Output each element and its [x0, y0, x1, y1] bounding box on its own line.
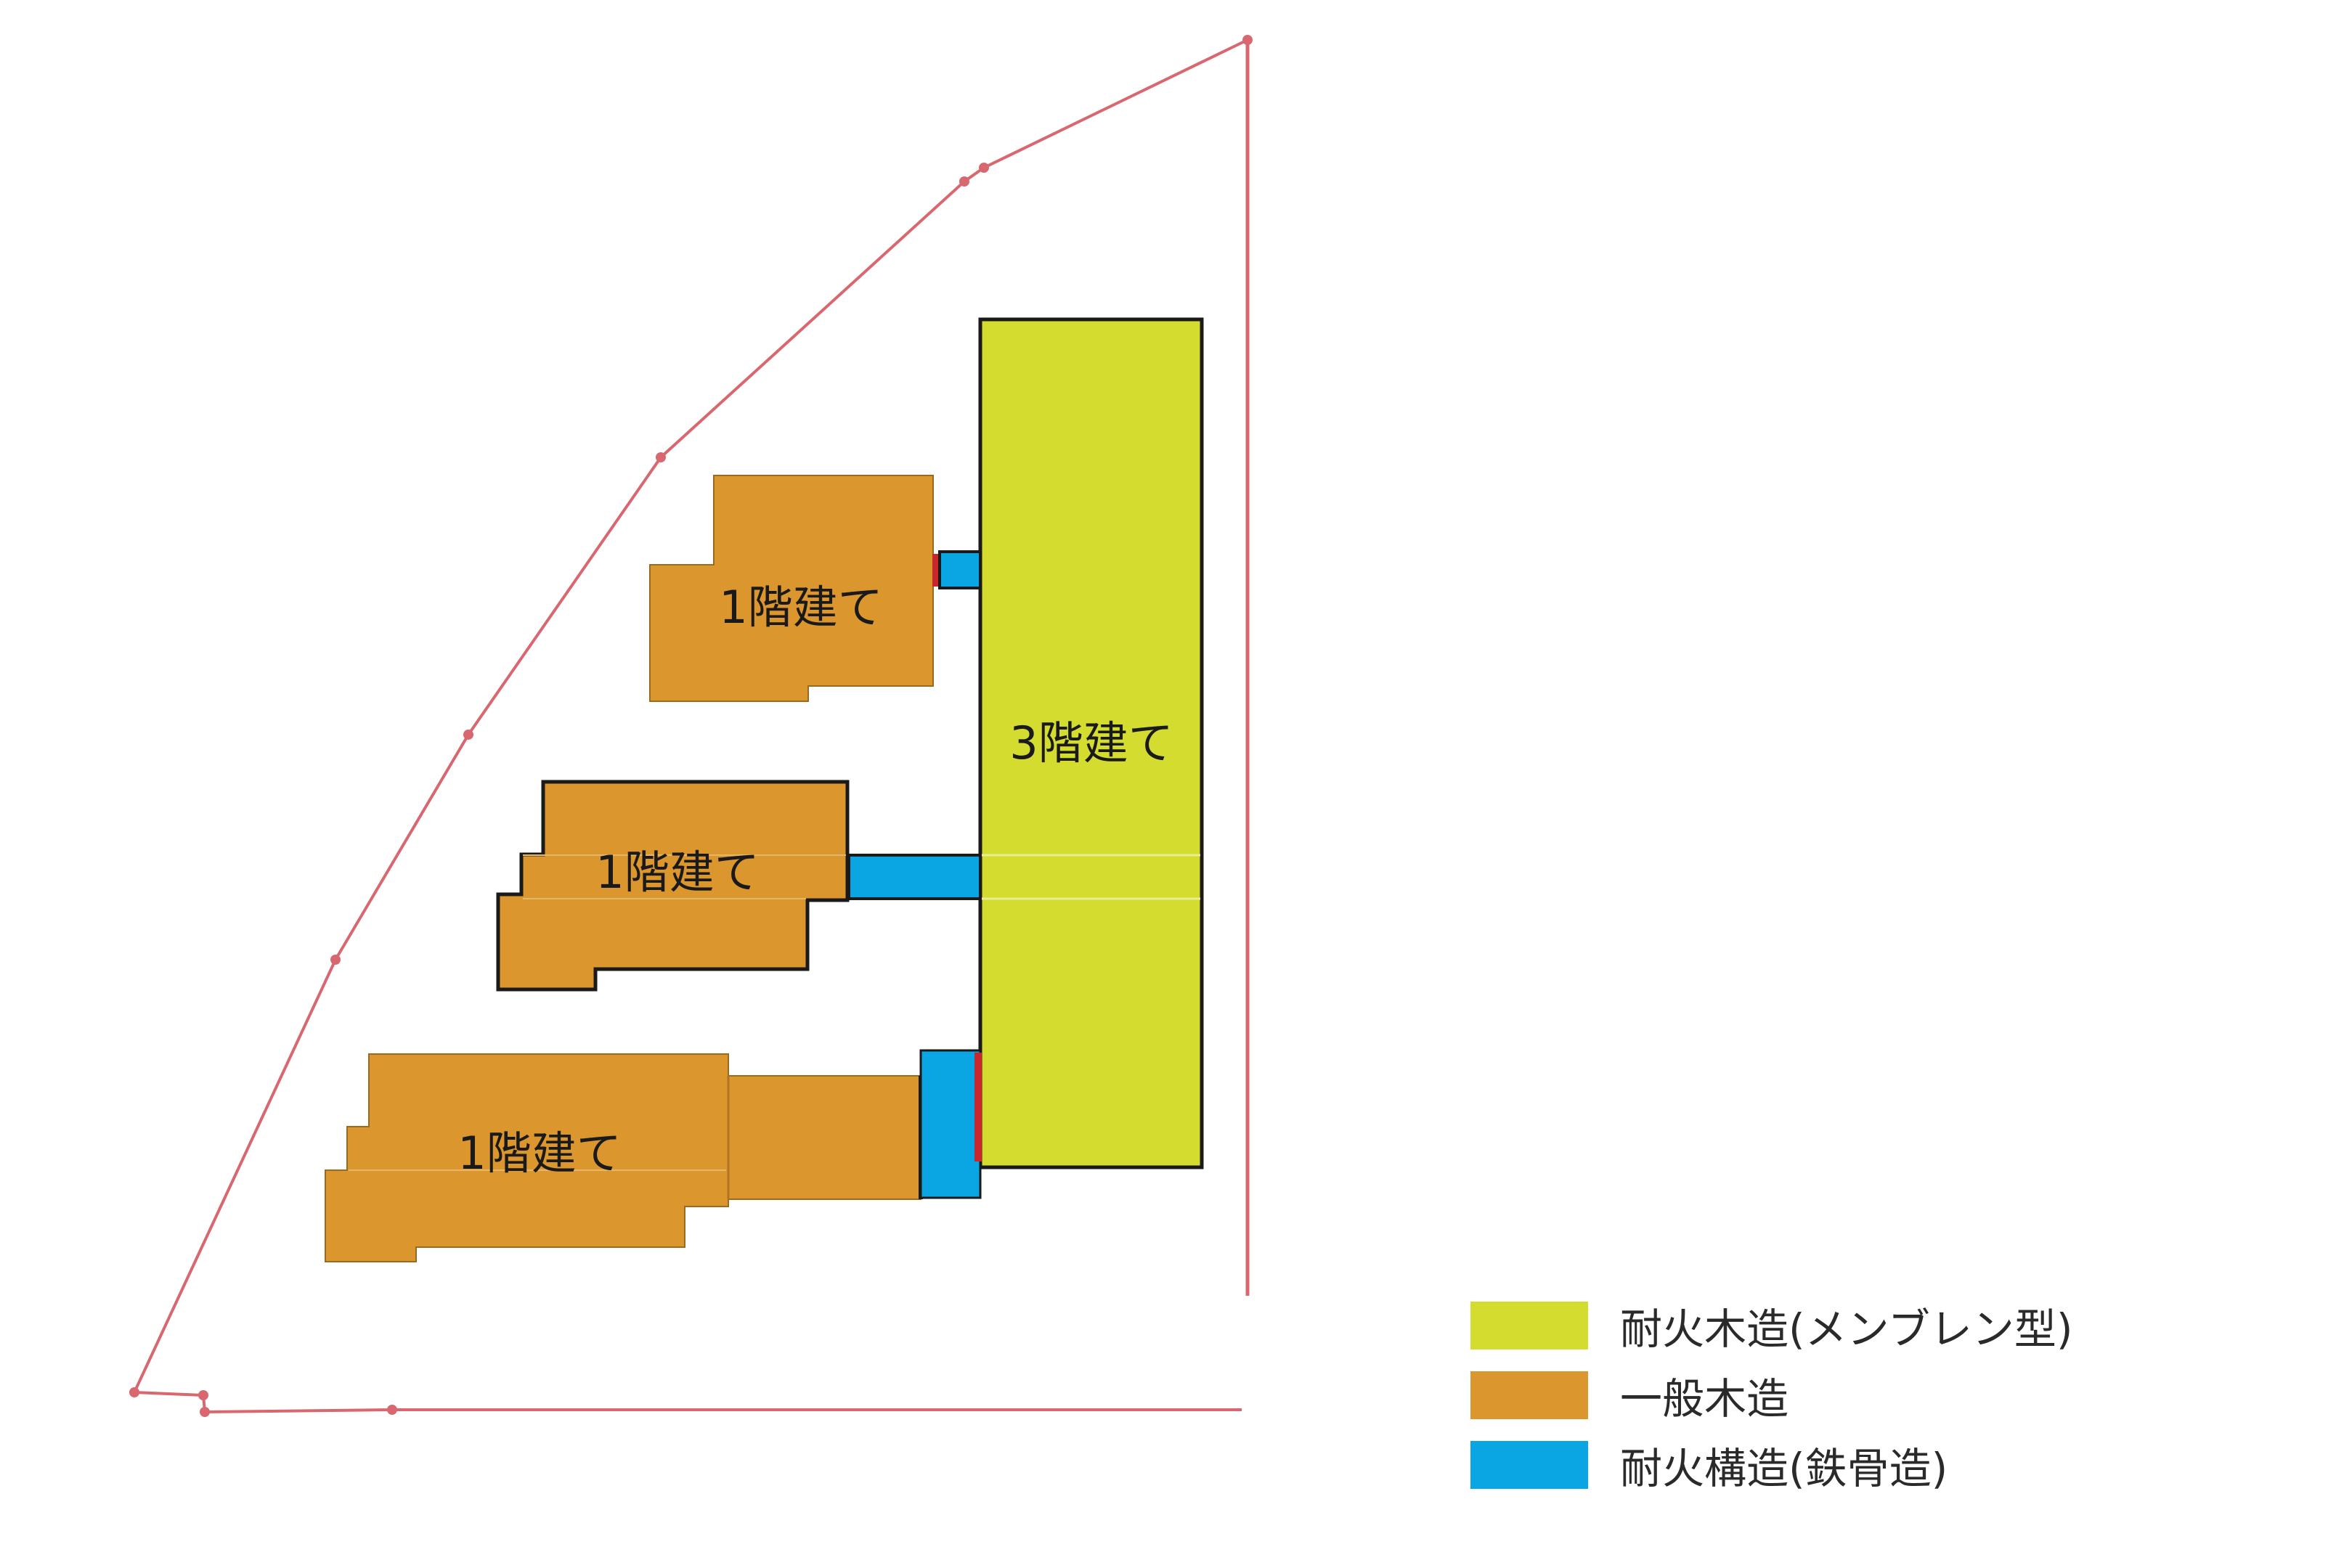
legend-label: 耐火構造(鉄骨造)	[1620, 1444, 1948, 1493]
upper-wing-label: 1階建て	[719, 581, 882, 634]
boundary-marker	[979, 163, 989, 173]
boundary-marker	[1242, 35, 1253, 45]
lower-connector-joint	[974, 1053, 982, 1161]
lower-connector-steel	[919, 1049, 982, 1199]
boundary-marker	[656, 452, 666, 462]
middle-connector-steel	[847, 854, 982, 900]
upper-wing-1f	[649, 475, 934, 702]
main-building-label: 3階建て	[1009, 716, 1173, 769]
middle-wing-label: 1階建て	[595, 846, 759, 899]
legend-item-general-timber: 一般木造	[1470, 1360, 2073, 1430]
boundary-marker	[463, 730, 473, 740]
legend-swatch-fireproof-steel	[1470, 1441, 1588, 1489]
boundary-marker	[198, 1390, 208, 1400]
lower-wing-1f	[325, 1053, 921, 1262]
boundary-marker	[387, 1405, 397, 1415]
legend-swatch-fireproof-timber	[1470, 1302, 1588, 1349]
boundary-marker	[129, 1387, 139, 1397]
upper-connector-steel	[938, 550, 982, 589]
boundary-markers	[129, 35, 1253, 1417]
legend-swatch-general-timber	[1470, 1371, 1588, 1419]
lower-wing-label: 1階建て	[457, 1127, 621, 1180]
legend-label: 耐火木造(メンブレン型)	[1620, 1304, 2073, 1354]
main-building-3f	[978, 317, 1204, 1169]
legend-item-fireproof-steel: 耐火構造(鉄骨造)	[1470, 1430, 2073, 1500]
boundary-marker	[959, 176, 969, 187]
legend-label: 一般木造	[1620, 1374, 1789, 1424]
upper-connector-joint	[932, 554, 940, 587]
legend-item-fireproof-timber: 耐火木造(メンブレン型)	[1470, 1291, 2073, 1360]
legend: 耐火木造(メンブレン型) 一般木造 耐火構造(鉄骨造)	[1470, 1291, 2073, 1500]
boundary-marker	[330, 955, 341, 965]
boundary-marker	[200, 1407, 210, 1417]
